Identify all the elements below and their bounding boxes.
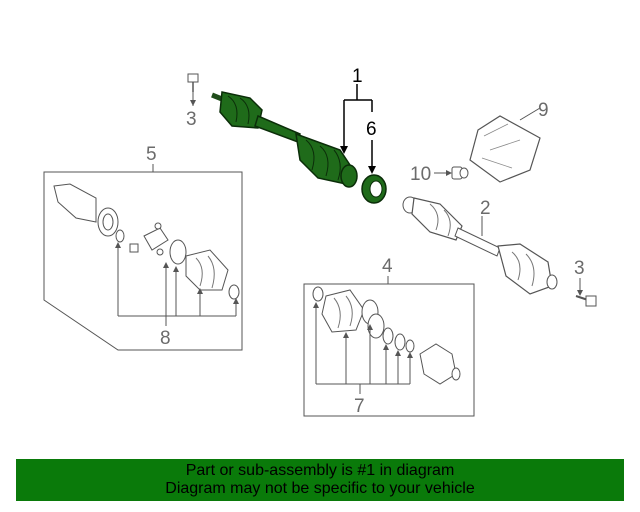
callout-2: 2	[480, 198, 491, 219]
bolt-part-10	[434, 166, 469, 180]
seal-part-6[interactable]	[361, 174, 387, 204]
banner-line-1: Part or sub-assembly is #1 in diagram	[185, 462, 455, 479]
callout-9: 9	[538, 100, 549, 121]
heat-shield-part-9	[469, 107, 541, 183]
info-banner: Part or sub-assembly is #1 in diagram Di…	[16, 459, 624, 501]
callout-4: 4	[382, 256, 393, 277]
callout-7: 7	[354, 396, 365, 417]
callout-3-top: 3	[186, 109, 197, 130]
callout-1: 1	[352, 66, 363, 87]
bolt-part-3-right	[575, 278, 597, 307]
axle-shaft-part-2	[402, 196, 558, 295]
assembly-box-4	[303, 276, 475, 417]
axle-shaft-part-1[interactable]	[211, 91, 358, 188]
callout-6: 6	[366, 119, 377, 140]
assembly-box-5	[43, 164, 243, 351]
callout-10: 10	[410, 164, 431, 185]
banner-line-2: Diagram may not be specific to your vehi…	[165, 480, 475, 497]
bolt-part-3-top	[187, 73, 199, 106]
callout-3-right: 3	[574, 258, 585, 279]
callout-8: 8	[160, 328, 171, 349]
callout-5: 5	[146, 144, 157, 165]
parts-diagram: 1 6 3 9 10 2 3	[43, 66, 597, 417]
callout-1-bracket	[340, 84, 376, 174]
